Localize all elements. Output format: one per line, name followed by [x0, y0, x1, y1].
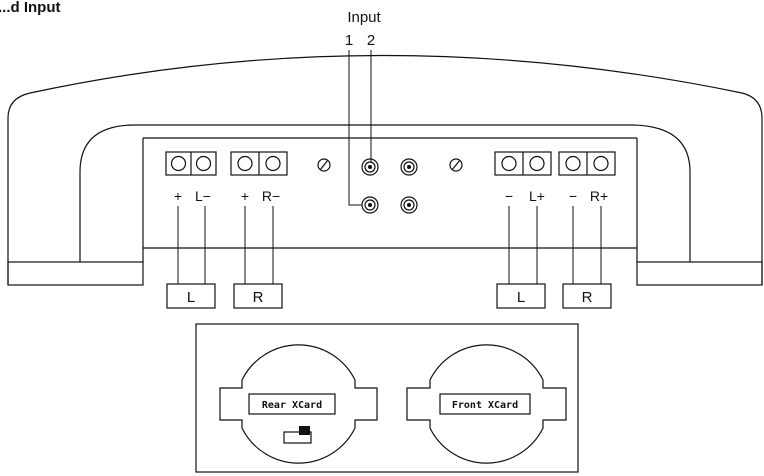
terminal-1a-label: +: [174, 188, 182, 204]
speaker-2-label: R: [253, 289, 264, 306]
terminal-4a-label: −: [569, 188, 577, 204]
terminal-1b-label: L−: [195, 188, 211, 204]
xcard-panel: [195, 323, 579, 473]
screw-left: [317, 158, 331, 172]
input-1-callout: [348, 50, 362, 206]
terminal-block-1: [165, 151, 217, 176]
side-rails: [7, 261, 763, 286]
terminal-block-2: [230, 151, 288, 176]
terminal-3a-label: −: [505, 188, 513, 204]
front-xcard-slot: Front XCard: [406, 344, 567, 464]
speaker-box-1: L: [166, 283, 216, 309]
terminal-block-4: [558, 151, 616, 176]
terminal-4b-label: R+: [590, 188, 608, 204]
terminal-2a-label: +: [241, 188, 249, 204]
input-2-label: 2: [367, 32, 375, 49]
screw-right: [449, 158, 463, 172]
speaker-1-label: L: [187, 289, 195, 306]
speaker-wires: [177, 206, 602, 284]
input-label: Input: [347, 9, 381, 26]
terminal-2b-label: R−: [262, 188, 280, 204]
speaker-box-3: L: [496, 283, 546, 309]
title-fragment: ...d Input: [0, 0, 60, 16]
rca-jack-input1-lower: [361, 196, 379, 214]
speaker-3-label: L: [517, 289, 525, 306]
rca-jack-lower-right: [400, 196, 418, 214]
rca-jack-input2-upper: [361, 158, 379, 176]
input-1-label: 1: [345, 32, 353, 49]
rear-xcard-label: Rear XCard: [262, 400, 322, 411]
switch-icon: [283, 426, 312, 444]
speaker-4-label: R: [582, 289, 593, 306]
inner-housing: [79, 124, 691, 262]
terminal-3b-label: L+: [529, 188, 545, 204]
front-xcard-label: Front XCard: [452, 400, 518, 411]
amplifier-outer-body: [7, 54, 763, 285]
speaker-box-4: R: [562, 283, 612, 309]
rca-jack-upper-right: [400, 158, 418, 176]
speaker-box-2: R: [233, 283, 283, 309]
terminal-block-3: [494, 151, 552, 176]
rear-xcard-slot: Rear XCard: [219, 344, 378, 464]
terminal-panel: [142, 137, 638, 262]
